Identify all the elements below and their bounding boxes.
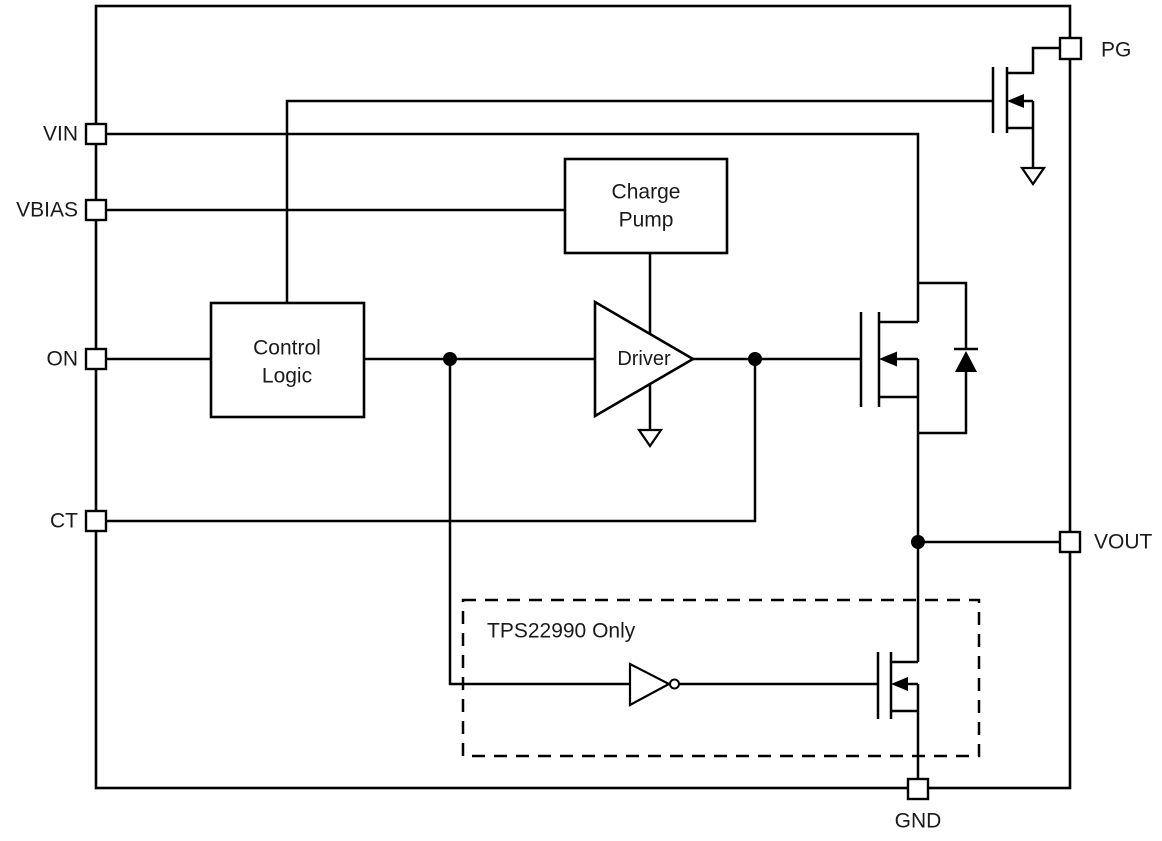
vout-pin xyxy=(1058,530,1082,554)
inverter-icon xyxy=(628,662,680,707)
on-pin-label: ON xyxy=(47,348,79,371)
driver-ground-icon xyxy=(636,428,664,448)
tps22990-region-label: TPS22990 Only xyxy=(487,620,636,643)
gnd-pin-label: GND xyxy=(895,810,942,833)
gnd-pin xyxy=(906,777,930,801)
driver-triangle xyxy=(593,299,696,419)
inverter-triangle xyxy=(628,662,672,707)
tps22990-region xyxy=(461,598,981,758)
charge-pump-block: Charge Pump xyxy=(563,157,729,255)
ct-wire xyxy=(106,359,757,523)
junction-dot-gate-branch xyxy=(443,352,457,366)
vbias-pin-label: VBIAS xyxy=(16,199,78,222)
qod-fet-body-arrow xyxy=(891,677,908,691)
vout-pin-label: VOUT xyxy=(1094,531,1153,554)
pass-fet-symbol xyxy=(859,312,918,407)
qod-fet-symbol xyxy=(876,652,918,719)
driver-label: Driver xyxy=(617,348,671,370)
inverter-input-wire xyxy=(448,359,630,686)
control-logic-label-line2: Logic xyxy=(262,365,312,388)
charge-pump-label-line1: Charge xyxy=(612,181,681,204)
control-logic-block: Control Logic xyxy=(209,301,366,419)
control-logic-label-line1: Control xyxy=(253,337,321,360)
vin-pin-label: VIN xyxy=(43,123,78,146)
charge-pump-label-line2: Pump xyxy=(619,209,674,232)
diode-anode-wire xyxy=(918,371,968,435)
control-to-pg-gate-wire xyxy=(285,99,993,303)
ct-pin xyxy=(84,509,108,533)
pg-fet-drain-wire xyxy=(1007,46,1061,75)
body-diode-icon xyxy=(918,281,978,435)
inverter-bubble xyxy=(669,678,680,690)
pg-ground-icon xyxy=(1019,166,1047,186)
ct-pin-label: CT xyxy=(50,510,78,533)
diode-triangle xyxy=(955,351,977,372)
pg-pin-label: PG xyxy=(1101,39,1131,62)
ic-boundary xyxy=(94,4,1072,790)
on-pin xyxy=(84,347,108,371)
charge-pump-box xyxy=(563,157,729,255)
junction-dot-vout xyxy=(911,535,925,549)
driver-block: Driver xyxy=(593,299,696,419)
pass-fet-body-arrow xyxy=(879,351,897,367)
pg-pin xyxy=(1058,36,1083,61)
control-logic-box xyxy=(209,301,366,419)
vbias-pin xyxy=(84,198,108,222)
pg-fet-symbol xyxy=(991,46,1061,186)
vin-wire xyxy=(106,132,920,322)
junction-dot-driver-out xyxy=(748,352,762,366)
pg-fet-body-arrow xyxy=(1007,94,1024,108)
vin-pin xyxy=(84,122,108,146)
diode-cathode-wire xyxy=(918,281,968,349)
